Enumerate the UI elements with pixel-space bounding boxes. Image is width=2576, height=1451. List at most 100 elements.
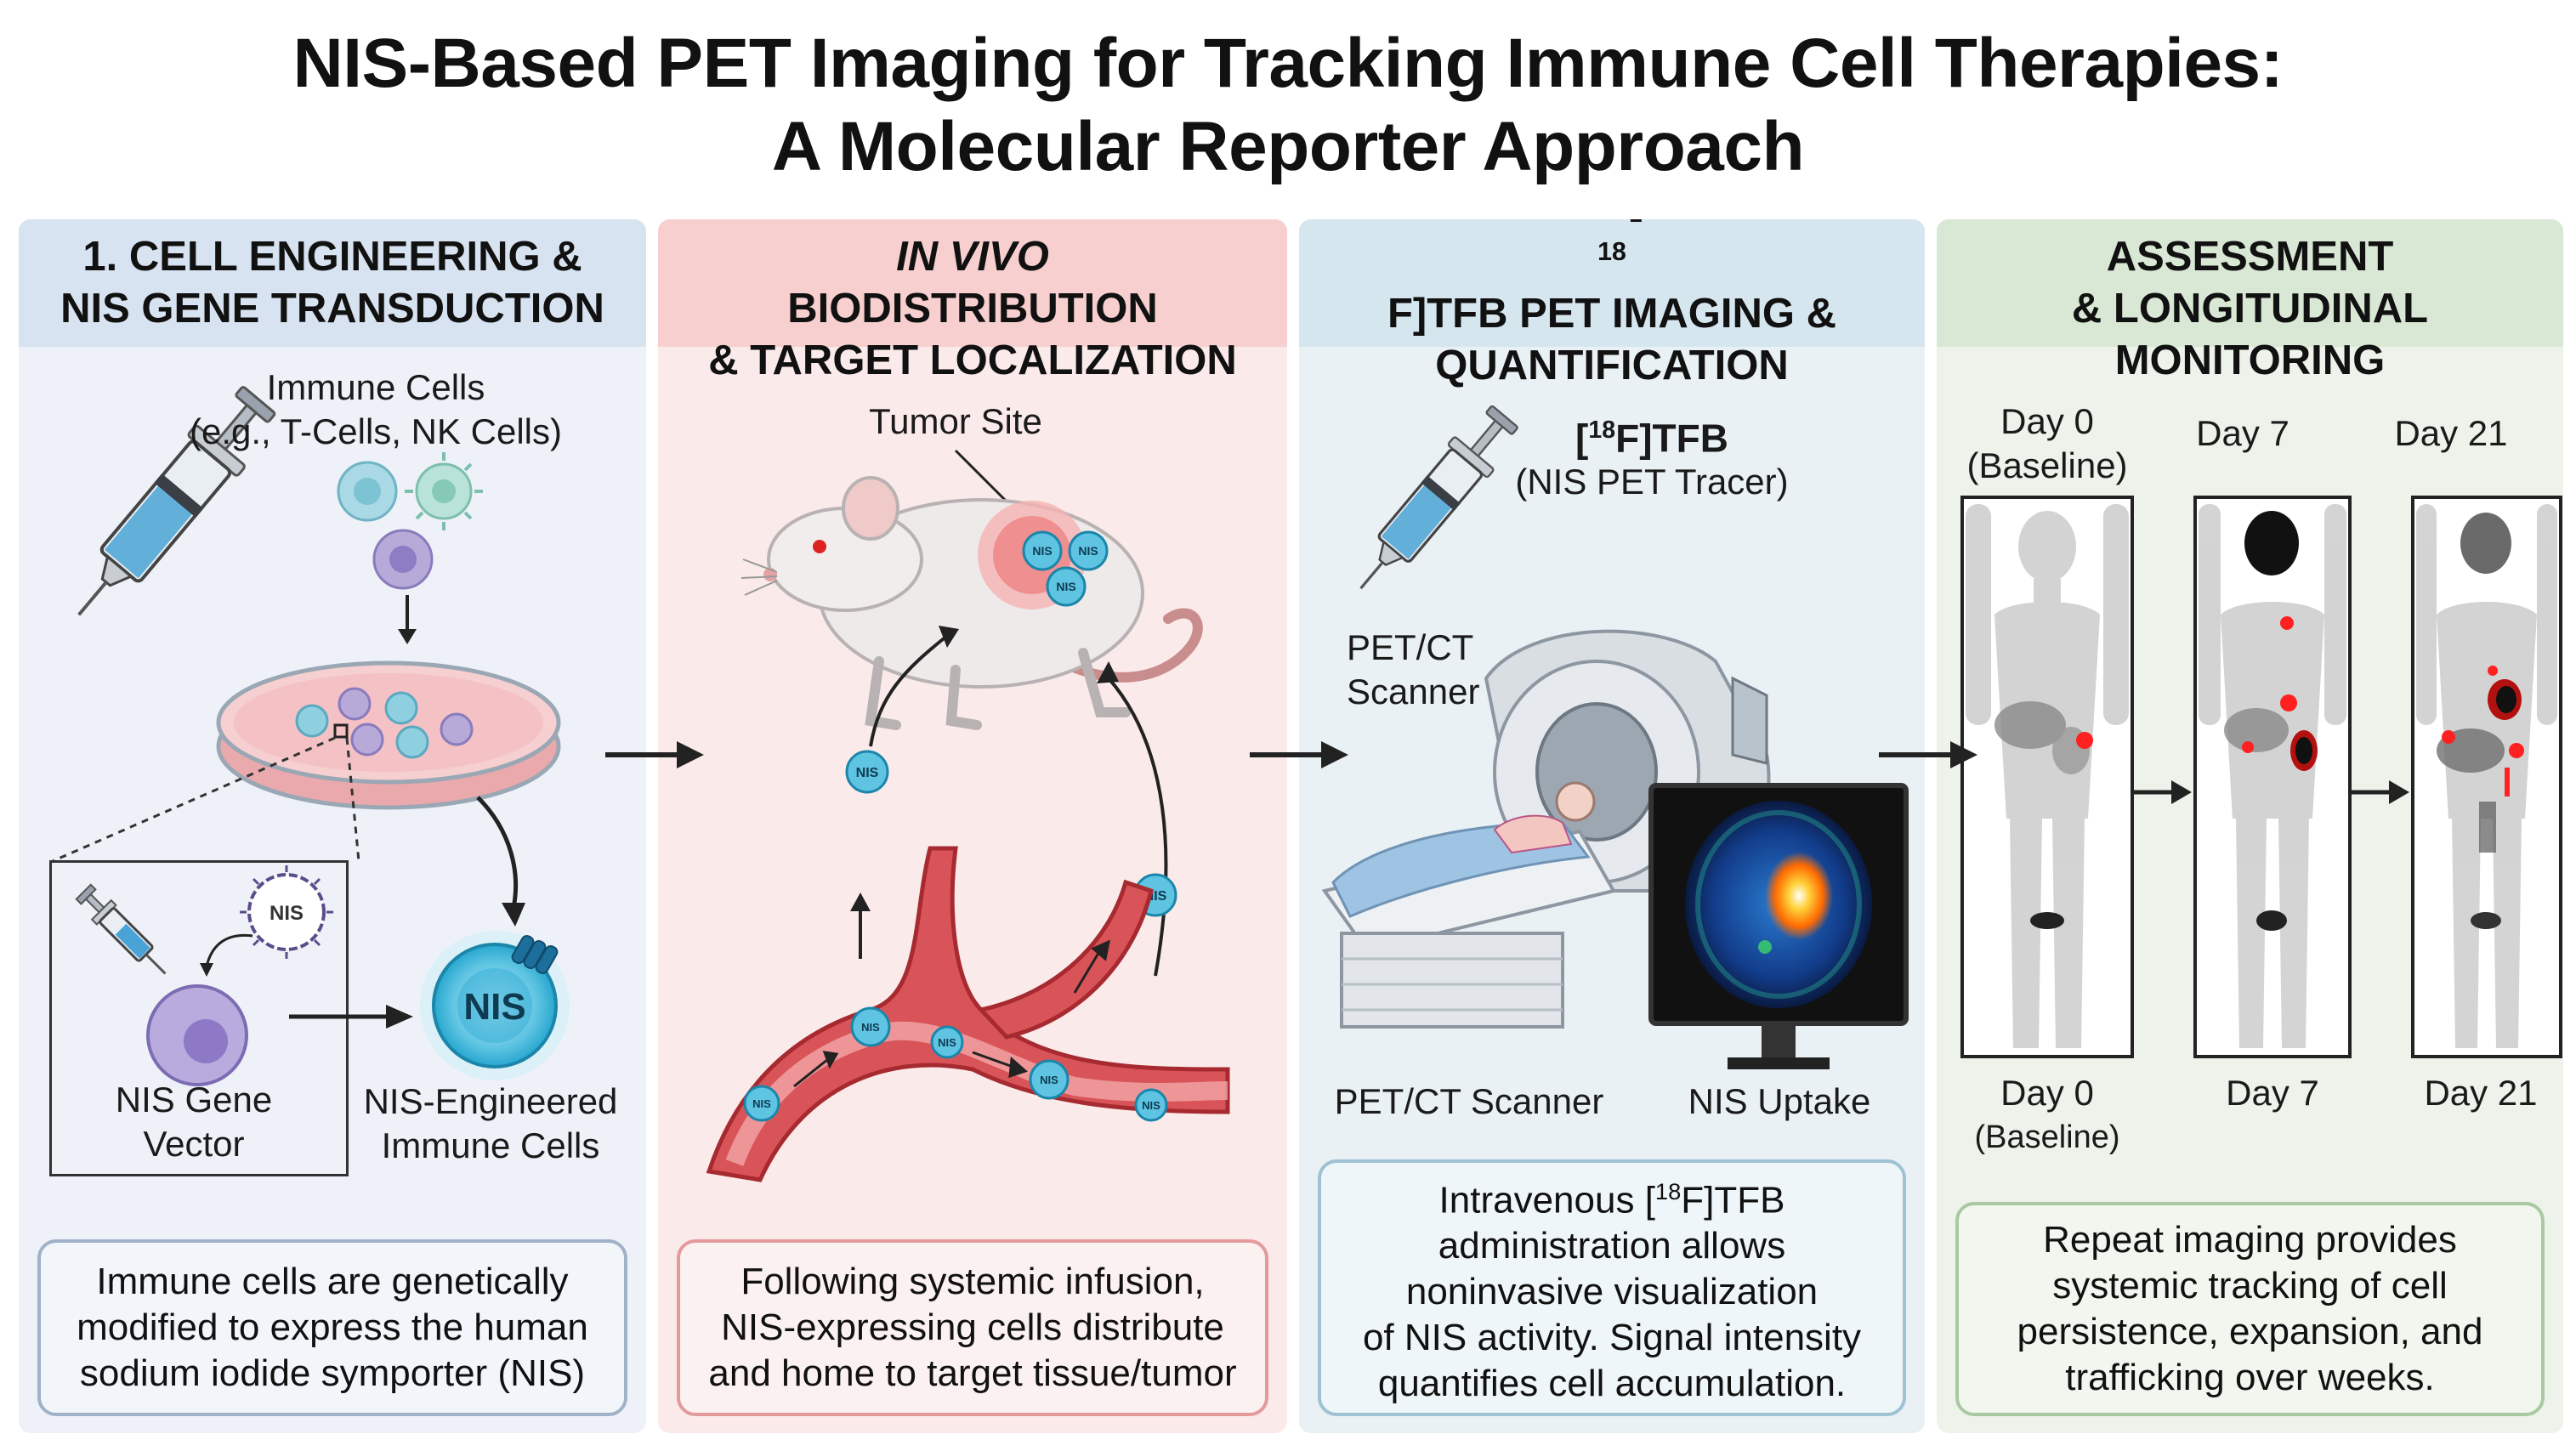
title-line-1: NIS-Based PET Imaging for Tracking Immun… — [292, 25, 2284, 102]
title-line-2: A Molecular Reporter Approach — [771, 108, 1805, 185]
bottom-label-day-0: Day 0 (Baseline) — [1954, 1071, 2141, 1159]
vessel-cell-text-5: NIS — [1142, 1099, 1160, 1112]
panel-3-heading-sup: 18 — [1597, 237, 1626, 267]
target-cell-illustration — [146, 984, 248, 1086]
nis-uptake-label: NIS Uptake — [1688, 1081, 1871, 1121]
panel-3-heading-b: F]TFB PET IMAGING & — [1387, 290, 1837, 337]
petri-dish-illustration — [216, 660, 561, 810]
vessel-cell-text-3: NIS — [938, 1036, 956, 1049]
panel-4-heading: 4. WHOLE-BODY ASSESSMENT & LONGITUDINAL … — [1937, 219, 2563, 383]
caption-3-a: Intravenous [ — [1438, 1179, 1655, 1221]
bottom-baseline-text: (Baseline) — [1974, 1119, 2120, 1155]
engineered-cell-illustration: NIS — [420, 931, 570, 1080]
panel-1-heading: 1. CELL ENGINEERING & NIS GENE TRANSDUCT… — [19, 219, 646, 347]
flow-arrow-3-to-4 — [1879, 741, 1977, 768]
tracer-name-sup: 18 — [1588, 417, 1616, 444]
pet-scan-day-0 — [1960, 496, 2134, 1058]
vessel-cell-text-1: NIS — [752, 1097, 771, 1110]
tracer-syringe-icon — [1359, 405, 1518, 590]
page-title: NIS-Based PET Imaging for Tracking Immun… — [0, 22, 2576, 189]
tumor-cell-text-1: NIS — [1032, 544, 1052, 558]
scanner-side-label: PET/CT Scanner — [1316, 626, 1503, 714]
panel-3-caption-line-4: of NIS activity. Signal intensity — [1362, 1317, 1862, 1359]
scanner-side-label-line-1: PET/CT — [1347, 627, 1474, 667]
panel-4-caption-line-4: trafficking over weeks. — [2065, 1357, 2435, 1398]
top-label-day-7: Day 7 — [2196, 413, 2289, 453]
panel-3-caption-line-5: quantifies cell accumulation. — [1377, 1363, 1847, 1405]
flow-arrow-2-to-3 — [1250, 741, 1348, 768]
panel-3-heading-line-2: QUANTIFICATION — [1435, 342, 1789, 388]
virus-vector-icon: NIS — [240, 865, 333, 959]
arrow-right-day-7 — [2134, 780, 2192, 804]
engineered-label-line-1: NIS-Engineered — [363, 1081, 618, 1121]
immune-cells-label-line-1: Immune Cells — [266, 367, 485, 407]
panel-4-heading-line-1: 4. WHOLE-BODY ASSESSMENT — [2082, 219, 2418, 280]
tracer-name-a: [ — [1575, 416, 1589, 461]
panel-2-caption: Following systemic infusion, NIS-express… — [677, 1239, 1268, 1416]
panel-2-heading-rest: BIODISTRIBUTION — [787, 286, 1158, 332]
top-day-0-text: Day 0 — [2000, 401, 2094, 441]
panel-1-caption-line-1: Immune cells are genetically — [96, 1261, 569, 1302]
panel-longitudinal-monitoring: 4. WHOLE-BODY ASSESSMENT & LONGITUDINAL … — [1937, 219, 2563, 1433]
zoom-lines — [52, 736, 360, 863]
panel-2-caption-line-3: and home to target tissue/tumor — [708, 1352, 1237, 1394]
panel-1-caption-line-3: sodium iodide symporter (NIS) — [79, 1352, 586, 1394]
engineered-nis-text: NIS — [463, 986, 525, 1028]
blood-vessel-illustration: NIS NIS NIS NIS NIS — [706, 846, 1230, 1182]
panel-3-caption-line-1: Intravenous [18F]TFB — [1363, 1169, 1861, 1224]
panel-3-heading-line-1: 3. [ 18F]TFB PET IMAGING & — [1387, 219, 1836, 340]
scanner-side-label-line-2: Scanner — [1347, 672, 1480, 711]
panel-2-heading-line-1: 2. IN VIVO BIODISTRIBUTION — [708, 219, 1237, 335]
vector-label-line-2: Vector — [143, 1124, 245, 1164]
engineered-label-line-2: Immune Cells — [381, 1125, 600, 1165]
syringe-icon — [77, 386, 276, 616]
immune-cells-label-line-2: (e.g., T-Cells, NK Cells) — [190, 411, 562, 451]
panel-biodistribution: 2. IN VIVO BIODISTRIBUTION & TARGET LOCA… — [658, 219, 1287, 1433]
panel-2-caption-line-2: NIS-expressing cells distribute — [721, 1306, 1224, 1348]
arrow-right-icon — [289, 1005, 413, 1029]
curved-arrow-icon — [200, 933, 253, 977]
panel-2-heading-line-2: & TARGET LOCALIZATION — [708, 337, 1237, 383]
arrow-right-day-21 — [2352, 780, 2409, 804]
panel-3-caption-line-3: noninvasive visualization — [1405, 1271, 1819, 1313]
top-baseline-text: (Baseline) — [1966, 445, 2128, 485]
nis-uptake-monitor — [1648, 783, 1909, 1069]
vector-label: NIS Gene Vector — [66, 1078, 321, 1166]
panel-4-caption-line-2: systemic tracking of cell — [2052, 1265, 2448, 1306]
panel-1-heading-line-2: NIS GENE TRANSDUCTION — [60, 286, 604, 332]
bottom-label-day-7: Day 7 — [2226, 1073, 2319, 1113]
panel-4-caption: Repeat imaging provides systemic trackin… — [1955, 1202, 2545, 1416]
panel-4-caption-line-1: Repeat imaging provides — [2043, 1219, 2457, 1261]
tracer-name-b: F]TFB — [1615, 416, 1728, 461]
panel-3-caption-line-2: administration allows — [1438, 1225, 1786, 1267]
top-label-day-0: Day 0 (Baseline) — [1954, 400, 2141, 488]
vector-nis-text: NIS — [270, 902, 304, 925]
tracer-label-name: [18F]TFB — [1469, 408, 1835, 460]
caption-3-b: F]TFB — [1681, 1179, 1785, 1221]
circulating-cell-1: NIS — [845, 750, 889, 794]
panel-3-heading-a: 3. [ — [1387, 219, 1836, 226]
vector-label-line-1: NIS Gene — [115, 1080, 273, 1119]
tracer-label: [18F]TFB (NIS PET Tracer) — [1469, 408, 1835, 504]
panel-1-caption-line-2: modified to express the human — [77, 1306, 588, 1348]
circulating-cell-1-text: NIS — [856, 766, 879, 780]
top-label-day-21: Day 21 — [2394, 413, 2508, 453]
panel-3-heading: 3. [ 18F]TFB PET IMAGING & QUANTIFICATION — [1299, 219, 1925, 388]
pet-scan-day-7 — [2193, 496, 2352, 1058]
scanner-bottom-label: PET/CT Scanner — [1334, 1081, 1604, 1121]
vessel-cell-text-4: NIS — [1040, 1074, 1058, 1086]
curve-arrow-to-engineered — [476, 796, 525, 927]
tumor-cell-text-3: NIS — [1056, 580, 1075, 593]
panel-1-caption: Immune cells are genetically modified to… — [37, 1239, 627, 1416]
flow-arrow-1-to-2 — [605, 741, 704, 768]
tumor-site-label: Tumor Site — [869, 401, 1042, 441]
panel-2-heading-number: 2. — [708, 219, 1237, 231]
homing-arrows — [850, 626, 1168, 977]
pet-scan-day-21 — [2411, 496, 2562, 1058]
panel-1-heading-line-1: 1. CELL ENGINEERING & — [82, 234, 582, 280]
bottom-label-day-21: Day 21 — [2424, 1073, 2538, 1113]
caption-3-sup: 18 — [1654, 1177, 1682, 1204]
tumor-nis-cells: NIS NIS NIS — [1022, 530, 1109, 607]
panel-2-caption-line-1: Following systemic infusion, — [740, 1261, 1205, 1302]
panel-2-heading-italic: IN VIVO — [896, 234, 1049, 280]
